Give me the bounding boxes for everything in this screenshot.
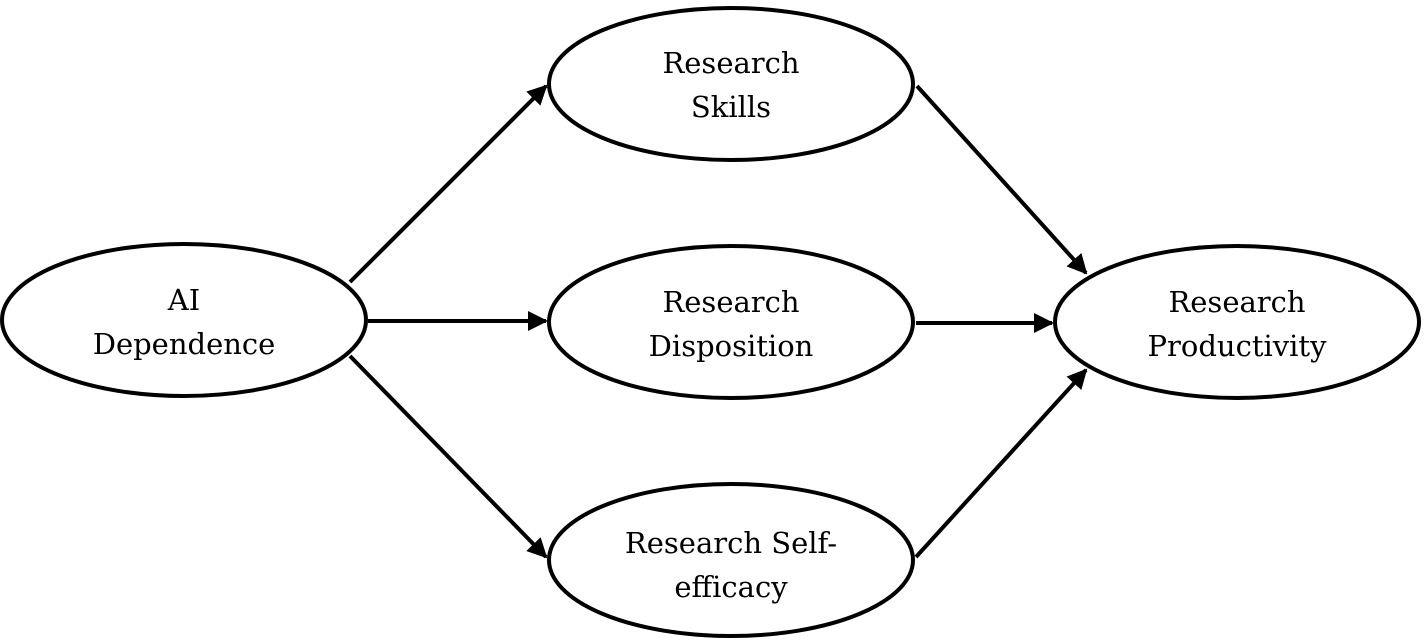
node-label-line: Research Self- [625,526,837,560]
node-ai-dependence: AI Dependence [0,242,368,398]
node-research-disposition: Research Disposition [547,244,915,400]
node-label-line: Dependence [93,327,276,361]
edge-ai-dependence-to-research-skills [348,84,548,284]
node-label-line: Research [662,285,799,319]
ellipse-shape [547,244,915,400]
node-label-line: efficacy [674,570,788,604]
node-label-line: Disposition [649,329,814,363]
node-research-self-efficacy: Research Self- efficacy [547,482,915,638]
edges [348,84,1088,559]
node-label-line: Productivity [1148,329,1328,363]
edge-ai-dependence-to-research-self-efficacy [348,354,548,559]
node-research-skills: Research Skills [547,6,915,162]
ellipse-shape [0,242,368,398]
edge-research-skills-to-research-productivity [915,84,1088,275]
node-research-productivity: Research Productivity [1053,244,1421,400]
ellipse-shape [1053,244,1421,400]
node-label-line: Research [662,46,799,80]
ellipse-shape [547,482,915,638]
node-label-line: AI [167,283,200,317]
ellipse-shape [547,6,915,162]
node-label-line: Skills [691,90,771,124]
node-label-line: Research [1168,285,1305,319]
edge-research-self-efficacy-to-research-productivity [914,368,1088,559]
